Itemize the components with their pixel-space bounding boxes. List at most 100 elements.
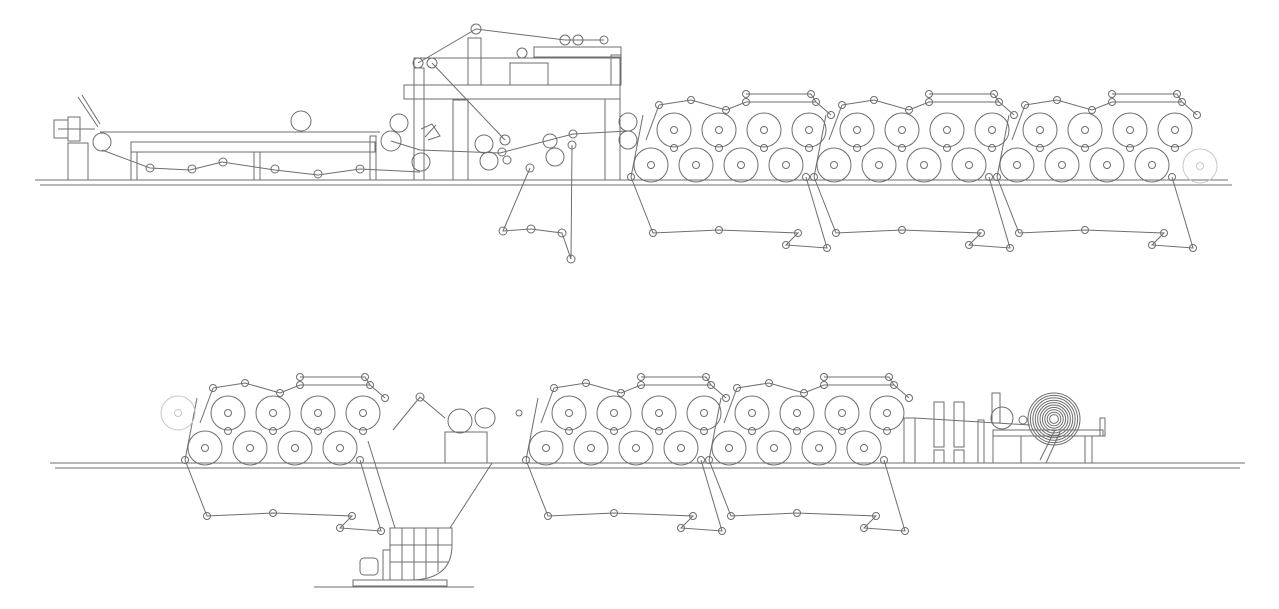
felt-roll: [898, 226, 906, 234]
reel-layer: [1037, 402, 1071, 436]
felt-roll: [705, 456, 713, 464]
bottom-felt: [996, 114, 1010, 178]
felt-roll: [670, 144, 678, 152]
cylinder-journal: [1171, 126, 1179, 134]
dryer-cylinder: [768, 147, 804, 183]
dryer-cylinder: [929, 112, 965, 148]
cylinder-journal: [647, 161, 655, 169]
felt-roll: [1173, 90, 1181, 98]
felt-roll: [985, 173, 993, 181]
reel-layer: [1044, 409, 1064, 429]
dryer-cylinder: [999, 147, 1035, 183]
top-felt: [736, 382, 910, 399]
bottom-felt: [813, 114, 827, 178]
felt-roll: [1053, 96, 1061, 104]
dryer-group: [181, 373, 389, 535]
reel-layer: [1034, 399, 1074, 439]
cylinder-journal: [920, 161, 928, 169]
dryer-cylinder: [573, 430, 609, 466]
cylinder-journal: [174, 409, 182, 417]
felt-roll: [905, 106, 913, 114]
dryer-cylinder: [756, 430, 792, 466]
press-section: [390, 23, 638, 264]
cylinder-journal: [770, 444, 778, 452]
dryer-cylinder: [1134, 147, 1170, 183]
cylinder-journal: [988, 126, 996, 134]
cylinder-journal: [875, 161, 883, 169]
felt-roll: [807, 90, 815, 98]
dryer-cylinder: [618, 430, 654, 466]
felt-roll: [838, 101, 846, 109]
felt-roll: [901, 527, 909, 535]
dryer-cylinder: [869, 395, 905, 431]
felt-roll: [181, 456, 189, 464]
cylinder-journal: [830, 161, 838, 169]
dryer-cylinder: [551, 395, 587, 431]
felt-roll: [742, 90, 750, 98]
felt-roll: [905, 394, 913, 402]
spare-cylinder: [160, 395, 196, 431]
felt-roll: [827, 111, 835, 119]
cylinder-journal: [1126, 126, 1134, 134]
felt-roll: [203, 512, 211, 520]
felt-roll: [872, 512, 880, 520]
bottom-felt: [708, 459, 906, 532]
dryer-cylinder: [801, 430, 837, 466]
cylinder-journal: [670, 126, 678, 134]
cylinder-journal: [737, 161, 745, 169]
felt-stretch: [641, 376, 712, 386]
felt-roll: [765, 379, 773, 387]
felt-roll: [617, 389, 625, 397]
dryer-cylinder: [210, 395, 246, 431]
cylinder-journal: [838, 409, 846, 417]
felt-roll: [296, 381, 304, 389]
cylinder-journal: [359, 409, 367, 417]
bottom-felt: [184, 459, 382, 532]
felt-stretch: [824, 376, 895, 386]
bottom-felt: [630, 114, 644, 178]
dryer-cylinder: [678, 147, 714, 183]
dryer-cylinder: [884, 112, 920, 148]
cylinder-journal: [805, 126, 813, 134]
felt-stretch: [300, 376, 371, 386]
top-felt: [1011, 104, 1026, 141]
felt-roll: [637, 373, 645, 381]
felt-roll: [366, 381, 374, 389]
felt-roll: [793, 427, 801, 435]
dryer-cylinder: [839, 112, 875, 148]
cylinder-journal: [269, 409, 277, 417]
felt-roll: [722, 394, 730, 402]
dryer-cylinder: [596, 395, 632, 431]
dryer-cylinder: [663, 430, 699, 466]
bottom-felt: [630, 176, 828, 249]
dryer-cylinder: [641, 395, 677, 431]
felt-roll: [748, 427, 756, 435]
cylinder-journal: [860, 444, 868, 452]
cylinder-journal: [655, 409, 663, 417]
felt-roll: [965, 241, 973, 249]
felt-roll: [314, 427, 322, 435]
felt-roll: [1021, 101, 1029, 109]
top-felt: [723, 387, 738, 424]
dryer-group: [993, 90, 1201, 252]
dryer-cylinder: [1044, 147, 1080, 183]
felt-roll: [794, 229, 802, 237]
wire-section: [92, 110, 431, 181]
felt-roll: [718, 527, 726, 535]
cylinder-journal: [1058, 161, 1066, 169]
top-felt: [658, 99, 832, 116]
dryer-cylinder: [1022, 112, 1058, 148]
felt-roll: [1015, 229, 1023, 237]
felt-roll: [742, 98, 750, 106]
dryer-cylinder: [791, 112, 827, 148]
bottom-felt: [813, 176, 1011, 249]
felt-roll: [610, 509, 618, 517]
cylinder-journal: [782, 161, 790, 169]
felt-roll: [269, 509, 277, 517]
felt-roll: [610, 427, 618, 435]
felt-roll: [1189, 244, 1197, 252]
dryer-cylinder: [300, 395, 336, 431]
felt-roll: [359, 427, 367, 435]
dryer-group: [522, 373, 730, 535]
spare-cylinder: [1182, 148, 1218, 184]
